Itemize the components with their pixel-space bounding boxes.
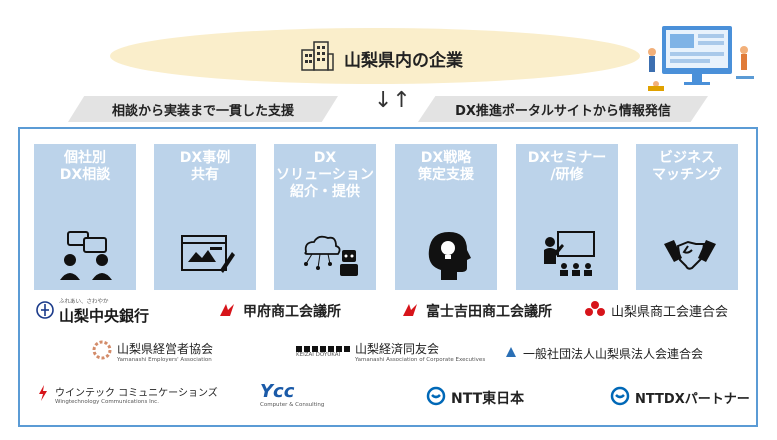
employers-mark-icon [92,340,112,363]
card-label: DX事例 共有 [179,150,231,183]
handshake-icon [662,230,716,280]
corporate-federation-mark-icon [504,345,518,362]
card-dx-solution: DX ソリューション 紹介・提供 [274,144,376,290]
yamanashi-employers-logo: 山梨県経営者協会 Yamanashi Employers' Associatio… [92,340,213,363]
page-title: 山梨県内の企業 [300,40,463,76]
employers-sub: Yamanashi Employers' Association [117,357,212,363]
left-banner: 相談から実装まで一貫した支援 [68,96,338,122]
federation-name: 山梨県商工会連合会 [611,305,729,320]
doyukai-name: 山梨経済同友会 [355,342,440,356]
header-ellipse [110,28,640,84]
card-label: DX ソリューション 紹介・提供 [276,150,374,200]
wing-sub: Wingtechnology Communications Inc. [55,399,159,405]
wingtechnology-logo: ウインテック コミュニケーションズ Wingtechnology Communi… [36,384,218,405]
head-lightbulb-icon [421,230,471,280]
kofu-cci-name: 甲府商工会議所 [243,304,341,320]
ntt-east-logo: NTT東日本 [426,386,524,409]
cci-mark-icon [401,302,421,321]
bidirectional-arrows: ↓↑ [374,88,411,113]
wing-name: ウインテック コミュニケーションズ [55,388,218,399]
bank-mark-icon [36,301,54,322]
building-icon [300,40,334,76]
fujiyoshida-cci-name: 富士吉田商工会議所 [426,304,552,320]
yamanashi-commerce-federation-logo: 山梨県商工会連合会 [584,300,728,321]
fujiyoshida-cci-logo: 富士吉田商工会議所 [401,301,552,321]
wing-mark-icon [36,384,50,405]
kofu-cci-logo: 甲府商工会議所 [218,301,341,321]
doyukai-sub: Yamanashi Association of Corporate Execu… [355,357,486,363]
ycc-name: Ycc [260,381,295,402]
cci-mark-icon [218,302,238,321]
ycc-sub: Computer & Consulting [260,402,325,408]
support-frame [18,127,758,427]
card-label: 個社別 DX相談 [59,150,111,183]
bank-kana: ふれあい、さわやか [59,299,109,305]
card-label: DX戦略 策定支援 [418,150,474,183]
card-label: DXセミナー /研修 [527,150,607,183]
seminar-icon [542,230,595,280]
card-dx-consultation: 個社別 DX相談 [34,144,136,290]
yamanashi-chuo-bank-logo: ふれあい、さわやか 山梨中央銀行 [36,297,149,326]
ycc-logo: Ycc Computer & Consulting [260,381,324,408]
ntt-mark-icon [610,386,630,409]
keizai-doyukai-logo: KEIZAI DOYUKAI 山梨経済同友会 Yamanashi Associa… [296,340,485,363]
card-dx-seminar: DXセミナー /研修 [516,144,618,290]
cloud-robot-icon [300,230,358,280]
title-text: 山梨県内の企業 [344,50,463,71]
portal-illustration-icon [640,22,760,94]
consultation-icon [60,230,112,280]
card-business-matching: ビジネス マッチング [636,144,738,290]
bank-name: 山梨中央銀行 [59,307,150,325]
ntt-mark-icon [426,386,446,409]
ntt-dx-partner-logo: NTTDXパートナー [610,386,750,409]
card-label: ビジネス マッチング [652,150,722,183]
card-case-sharing: DX事例 共有 [154,144,256,290]
card-dx-strategy: DX戦略 策定支援 [395,144,497,290]
ntt-dx-partner-name: NTTDXパートナー [635,392,750,407]
employers-name: 山梨県経営者協会 [117,342,214,356]
corporate-federation-name: 一般社団法人山梨県法人会連合会 [523,347,704,361]
doyukai-mark: KEIZAI DOYUKAI [296,351,341,358]
case-sharing-icon [180,230,235,280]
federation-mark-icon [584,300,606,321]
right-banner: DX推進ポータルサイトから情報発信 [418,96,708,122]
doyukai-blocks-icon [296,345,350,352]
ntt-east-name: NTT東日本 [451,390,525,407]
corporate-federation-logo: 一般社団法人山梨県法人会連合会 [504,345,703,362]
